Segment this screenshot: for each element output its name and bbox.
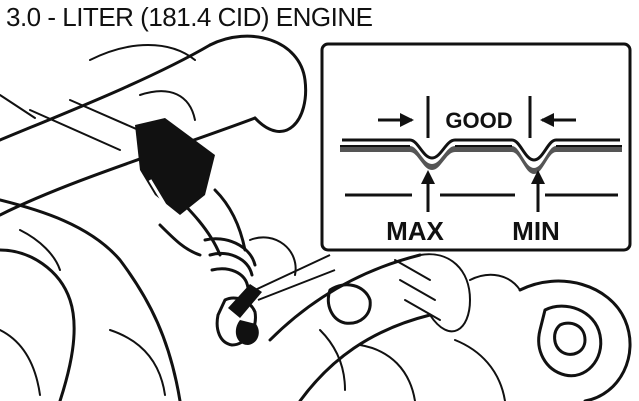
dipstick-blade-top xyxy=(342,138,620,162)
dipstick-level-inset: GOOD MAX MIN xyxy=(320,42,632,252)
pulley-outer xyxy=(518,279,632,401)
fitting-rings xyxy=(203,237,257,290)
dipstick-tip xyxy=(228,284,262,318)
diagram-title: 3.0 - LITER (181.4 CID) ENGINE xyxy=(6,2,373,32)
bracket-outline xyxy=(268,253,432,401)
leader-line xyxy=(254,254,336,301)
min-label: MIN xyxy=(512,216,560,246)
oil-film xyxy=(340,146,622,174)
hose-outline xyxy=(0,43,257,217)
engine-block-outline xyxy=(0,198,182,401)
hose-bend xyxy=(208,34,308,133)
clip-shape xyxy=(135,118,215,215)
good-label: GOOD xyxy=(445,108,512,133)
good-range-bracket xyxy=(426,96,532,138)
hose-inner-line xyxy=(29,99,151,151)
pulley-inner xyxy=(537,304,603,378)
max-label: MAX xyxy=(386,216,444,246)
